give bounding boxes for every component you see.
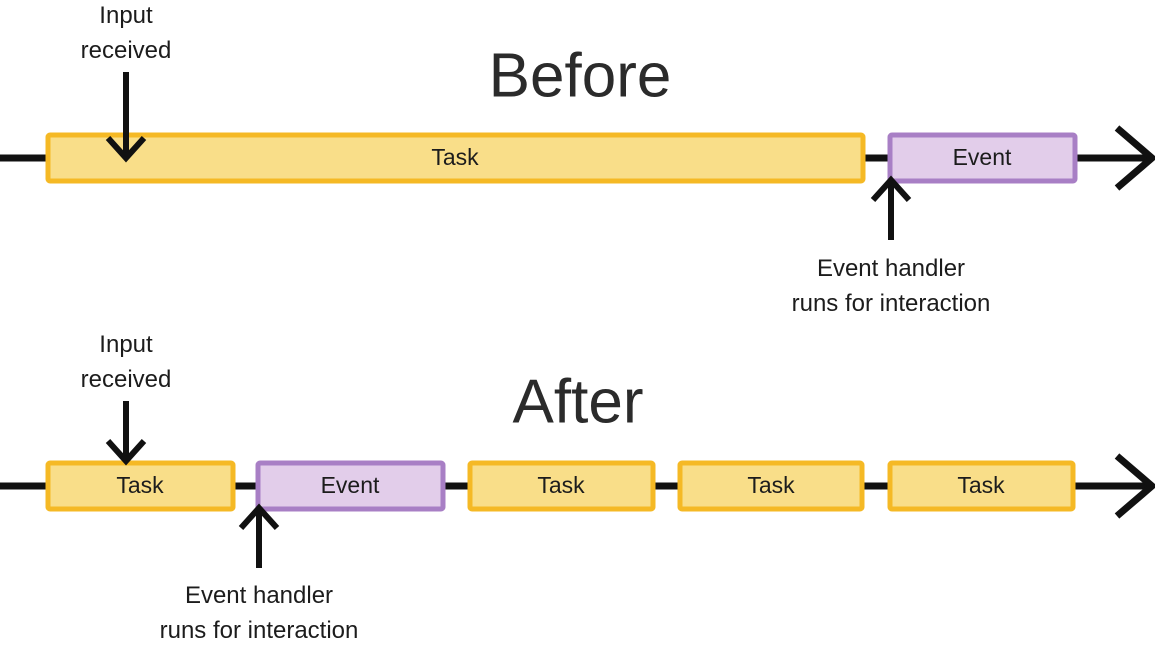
before-event-block[interactable]: Event [887,132,1078,184]
before-task-block[interactable]: Task [45,132,866,184]
before-handler-line2: runs for interaction [792,290,991,317]
before-event-label: Event [953,144,1012,170]
after-input-received-line1: Input [99,331,153,358]
after-task-rect-4[interactable] [887,460,1076,512]
after-task-rect-1[interactable] [45,460,236,512]
before-title: Before [489,41,672,110]
after-event-block[interactable]: Event [255,460,446,512]
before-event-rect[interactable] [887,132,1078,184]
after-event-handler-annotation: Event handler runs for interaction [160,503,359,644]
after-handler-line2: runs for interaction [160,617,359,644]
before-handler-line1: Event handler [817,255,965,282]
before-input-received-annotation: Input received [81,2,172,163]
before-task-rect[interactable] [45,132,866,184]
before-timeline-arrowhead [1114,125,1155,191]
after-event-rect[interactable] [255,460,446,512]
after-task-block-1[interactable]: Task [45,460,236,512]
before-event-handler-annotation: Event handler runs for interaction [792,175,991,317]
after-task-block-3[interactable]: Task [677,460,865,512]
before-section: Before Task Event Input received [0,2,1155,317]
after-task-block-4[interactable]: Task [887,460,1076,512]
after-task-label-1: Task [116,472,164,498]
before-handler-arrow-head [870,175,912,203]
after-handler-arrow-head [238,503,280,531]
after-task-rect-3[interactable] [677,460,865,512]
after-timeline-arrowhead [1114,453,1155,519]
after-input-received-annotation: Input received [81,331,172,466]
after-task-block-2[interactable]: Task [467,460,656,512]
after-input-received-line2: received [81,366,172,393]
after-section: After Task Event Task [0,331,1155,644]
after-event-label: Event [321,472,380,498]
after-title: After [513,367,644,436]
after-task-label-4: Task [957,472,1005,498]
after-handler-line1: Event handler [185,582,333,609]
after-task-label-2: Task [537,472,585,498]
before-task-label: Task [431,144,479,170]
before-input-arrow-head [105,135,147,163]
before-input-received-line1: Input [99,2,153,29]
after-input-arrow-head [105,438,147,466]
after-task-rect-2[interactable] [467,460,656,512]
before-input-received-line2: received [81,37,172,64]
after-task-label-3: Task [747,472,795,498]
